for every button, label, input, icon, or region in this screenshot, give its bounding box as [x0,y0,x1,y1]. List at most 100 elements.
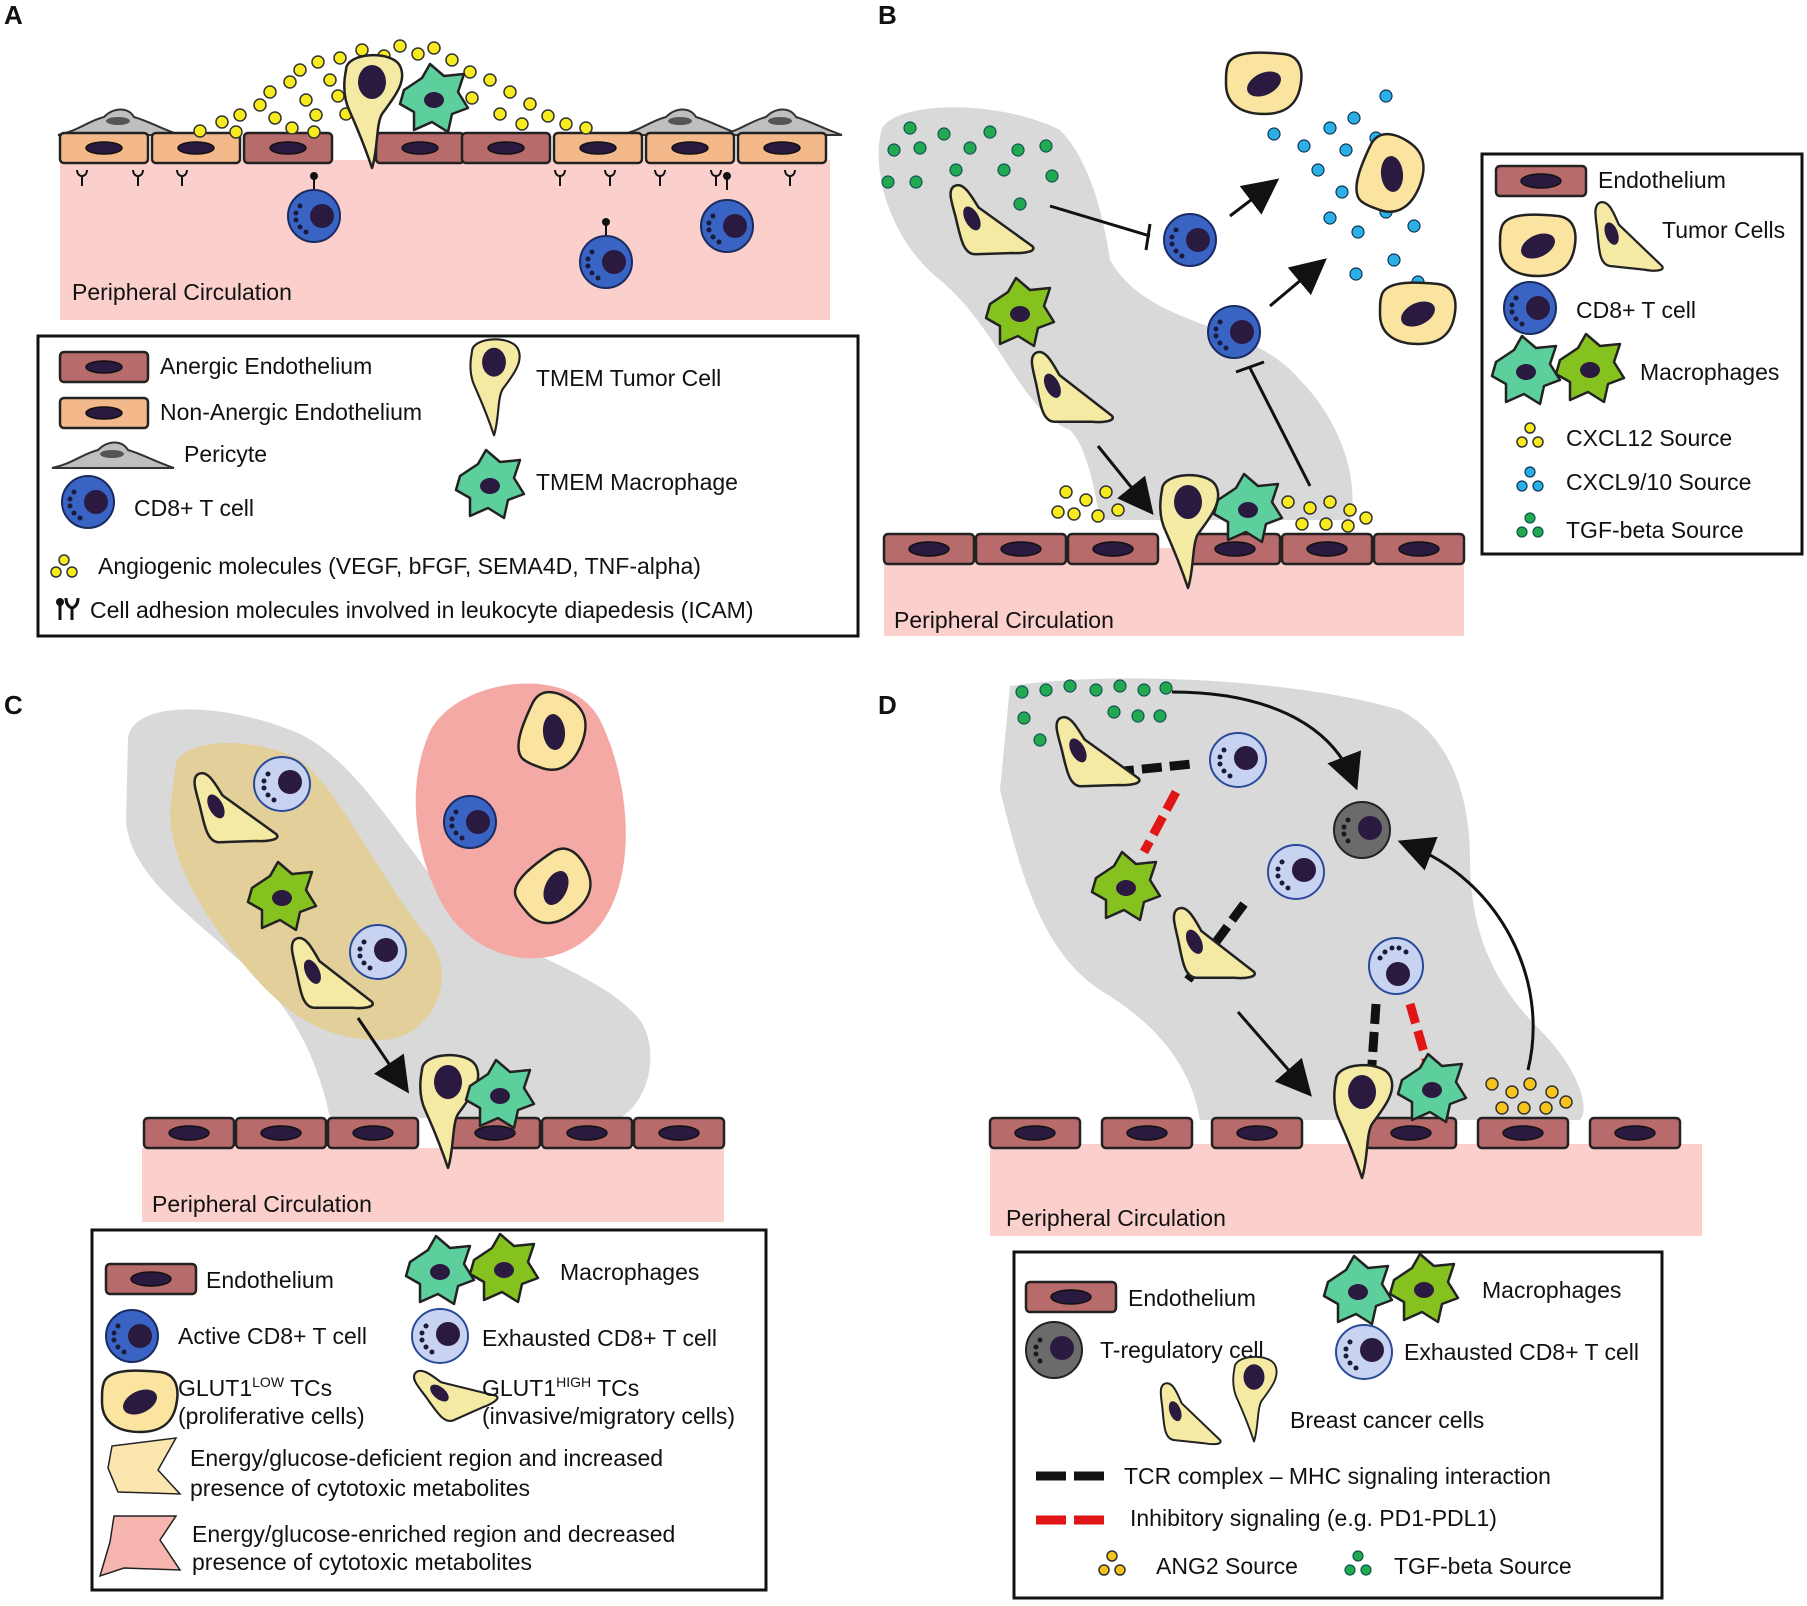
inhibition-bar [1144,223,1152,251]
endothelium-cell [326,1116,420,1150]
legend-a: Anergic Endothelium Non-Anergic Endothel… [36,334,860,638]
endothelium-cell [1100,1116,1194,1150]
legend-glut-high-desc: (invasive/migratory cells) [482,1403,735,1429]
legend-cxcl12: CXCL12 Source [1566,425,1732,451]
endothelium-cell [1588,1116,1682,1150]
panel-b: B Peripheral Circulation [878,0,1804,636]
panel-letter-b: B [878,0,897,30]
legend-angiogenic: Angiogenic molecules (VEGF, bFGF, SEMA4D… [98,553,701,579]
endothelium-cell [460,131,552,165]
endothelium-cell [58,131,150,165]
adhesion-icon [56,597,80,620]
endothelium-cell [736,131,828,165]
pericyte-icon [719,108,843,136]
endothelium-cell [1066,532,1160,566]
endothelium-cell [1188,532,1282,566]
exhausted-cd8-t-cell [1267,844,1325,900]
legend-exhausted-cd8: Exhausted CD8+ T cell [1404,1339,1639,1365]
panel-letter-a: A [4,0,23,30]
legend-breast: Breast cancer cells [1290,1407,1484,1433]
legend-tmem-tumor: TMEM Tumor Cell [536,365,721,391]
endothelium-cell [632,1116,726,1150]
circulation-label: Peripheral Circulation [894,607,1114,633]
endothelium-cell [988,1116,1082,1150]
circulation-label: Peripheral Circulation [152,1191,372,1217]
circulation-label: Peripheral Circulation [72,279,292,305]
legend-glut-high: GLUT1HIGH TCs [482,1374,639,1401]
endothelium-cell [1364,1116,1458,1150]
t-regulatory-cell [1333,801,1391,859]
cd8-t-cell [1207,305,1261,359]
endothelium-cell [552,131,644,165]
legend-endothelium: Endothelium [1128,1285,1256,1311]
tgfb-dots [1015,679,1173,747]
legend-endothelium: Endothelium [206,1267,334,1293]
chemotaxis-arrow [1269,258,1327,308]
legend-exhausted-cd8: Exhausted CD8+ T cell [482,1325,717,1351]
cd8-t-cell [1163,213,1217,267]
legend-tmem-macrophage: TMEM Macrophage [536,469,738,495]
migration-arrow [1236,1011,1312,1097]
legend-cd8: CD8+ T cell [134,495,254,521]
circulation-region [60,160,830,320]
cd8-t-cell [700,172,754,253]
tumor-cell-oval [1224,51,1303,116]
exhausted-cd8-t-cell [253,756,311,812]
legend-enriched-1: Energy/glucose-enriched region and decre… [192,1521,675,1547]
panel-c: C Peripheral Circulation Endothelium [4,683,768,1592]
legend-glut-low-desc: (proliferative cells) [178,1403,365,1429]
endothelium-cell [974,532,1068,566]
legend-endothelium: Endothelium [1598,167,1726,193]
tme-region [878,107,1353,520]
legend-tgfb: TGF-beta Source [1394,1553,1572,1579]
migration-arrow [356,1017,410,1094]
cd8-t-cell [579,218,633,289]
legend-treg: T-regulatory cell [1100,1337,1264,1363]
inhibition-line [1049,204,1151,238]
angiogenic-dots [193,39,593,139]
legend-anergic: Anergic Endothelium [160,353,372,379]
legend-tgfb: TGF-beta Source [1566,517,1744,543]
circulation-region [990,1144,1702,1236]
enriched-region-icon [98,1515,182,1578]
legend-c: Endothelium Macrophages Active CD8+ T ce… [90,1228,768,1592]
cxcl12-dots [1051,485,1373,533]
endothelium-cell [1476,1116,1570,1150]
exhausted-cd8-t-cell [1209,732,1267,788]
exhausted-cd8-t-cell [349,924,407,980]
cd8-t-cell [287,172,341,243]
legend-inhibitory: Inhibitory signaling (e.g. PD1-PDL1) [1130,1505,1497,1531]
panel-letter-d: D [878,690,897,720]
legend-d: Endothelium Macrophages T-regulatory cel… [1012,1250,1664,1600]
panel-d: D Peripheral Circulation [878,678,1702,1600]
legend-b: Endothelium Tumor Cells CD8+ T cell Macr… [1480,152,1804,556]
endothelium-cell [234,1116,328,1150]
endothelium-cell [644,131,736,165]
tumor-cell-oval [1348,126,1435,222]
exhausted-cd8-t-cell [1368,937,1424,995]
endothelium-cell [1372,532,1466,566]
legend-macrophages: Macrophages [1640,359,1779,385]
panel-letter-c: C [4,690,23,720]
legend-nonanergic: Non-Anergic Endothelium [160,399,422,425]
ang2-dots [1485,1077,1573,1115]
chemotaxis-arrow [1229,178,1280,218]
pericyte-icon [619,108,743,136]
differentiation-arrow [1171,690,1362,791]
legend-pericyte: Pericyte [184,441,267,467]
panel-a: A Peripheral Circulation [4,0,860,638]
endothelium-cell [1280,532,1374,566]
pericyte-icon [57,108,181,136]
legend-active-cd8: Active CD8+ T cell [178,1323,367,1349]
circulation-label: Peripheral Circulation [1006,1205,1226,1231]
tmem-macrophage [398,62,470,134]
tgfb-dots [881,121,1059,211]
legend-enriched-2: presence of cytotoxic metabolites [192,1549,532,1575]
endothelium-cell [374,131,466,165]
endothelium-cell [150,131,242,165]
legend-deficient-2: presence of cytotoxic metabolites [190,1475,530,1501]
inhibitory-interactions [1140,789,1433,1068]
inhibition-bar [1235,360,1265,374]
inhibition-line [1248,367,1312,487]
differentiation-arrow [1397,836,1535,1071]
